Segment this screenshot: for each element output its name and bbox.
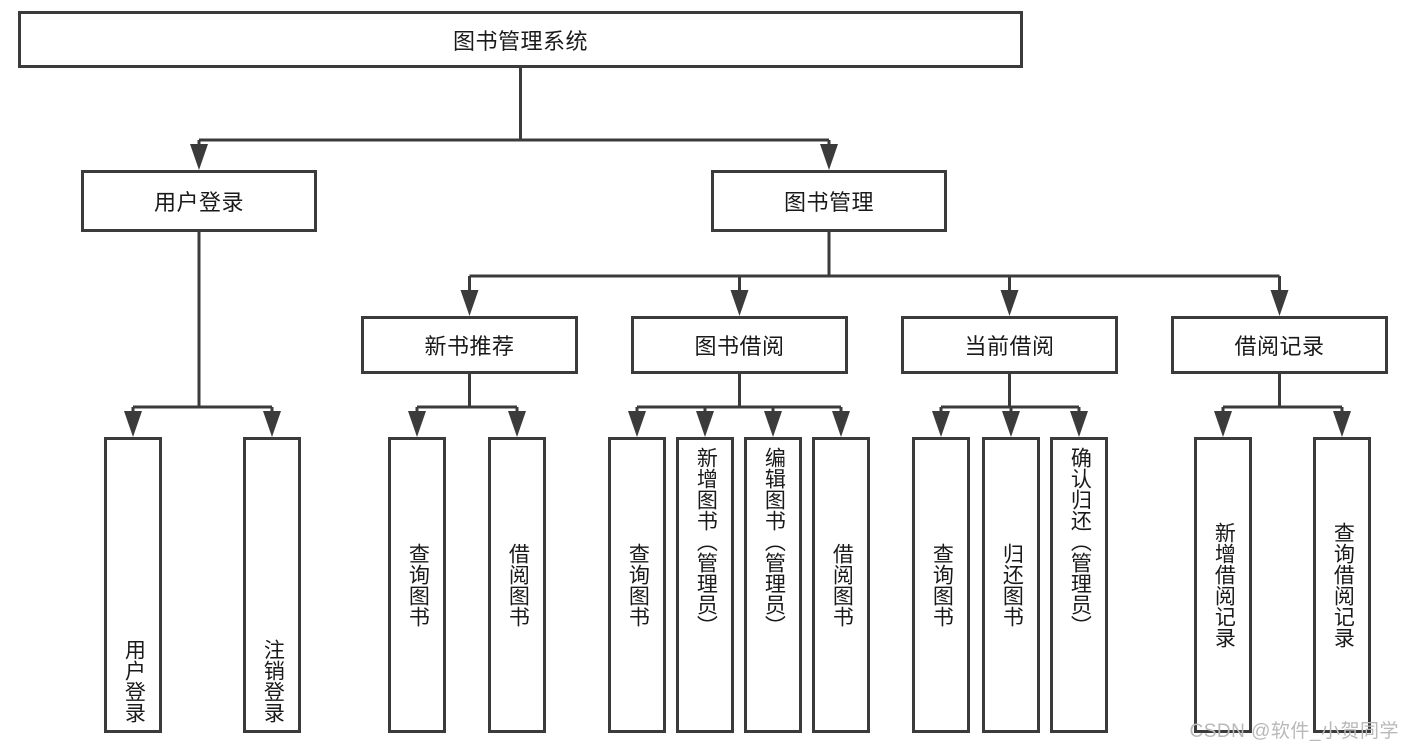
node-label-leaf-6-编辑图书管理员: 编辑图书（管理员）: [762, 447, 786, 636]
node-label-leaf-3-借阅图书: 借阅图书: [506, 543, 530, 627]
node-box-leaf-1-注销登录: [243, 437, 301, 733]
boxes-layer: [18, 11, 1388, 733]
arrow-head-icon: [508, 411, 526, 437]
node-box-借阅记录: [1171, 316, 1388, 374]
node-box-leaf-7-借阅图书: [812, 437, 870, 733]
arrow-head-icon: [932, 411, 950, 437]
node-box-leaf-8-查询图书: [912, 437, 970, 733]
node-box-图书借阅: [631, 316, 848, 374]
node-box-leaf-10-确认归还管理员: [1050, 437, 1108, 733]
csdn-watermark: CSDN @软件_小贺同学: [1189, 721, 1399, 742]
arrow-head-icon: [190, 144, 208, 170]
node-label-leaf-4-查询图书: 查询图书: [626, 543, 650, 627]
node-label-leaf-0-用户登录: 用户登录: [122, 639, 146, 723]
node-box-新书推荐: [361, 316, 578, 374]
node-box-leaf-4-查询图书: [608, 437, 666, 733]
node-label-leaf-2-查询图书: 查询图书: [406, 543, 430, 627]
arrow-head-icon: [263, 411, 281, 437]
node-label-leaf-5-新增图书管理员: 新增图书（管理员）: [694, 447, 718, 636]
arrow-head-icon: [1270, 290, 1289, 316]
node-label-leaf-8-查询图书: 查询图书: [930, 543, 954, 627]
node-box-用户登录: [81, 170, 317, 232]
arrow-head-icon: [764, 411, 782, 437]
node-label-图书管理: 图书管理: [783, 190, 874, 215]
node-label-root: 图书管理系统: [452, 28, 588, 54]
arrow-head-icon: [820, 144, 838, 170]
arrow-head-icon: [696, 411, 714, 437]
arrow-head-icon: [730, 290, 749, 316]
node-box-图书管理: [711, 170, 947, 232]
node-label-用户登录: 用户登录: [153, 190, 244, 215]
node-label-图书借阅: 图书借阅: [694, 334, 785, 359]
node-box-leaf-9-归还图书: [982, 437, 1040, 733]
arrow-head-icon: [1214, 411, 1232, 437]
node-box-root: [18, 11, 1023, 68]
arrow-head-icon: [460, 290, 479, 316]
node-box-leaf-2-查询图书: [388, 437, 446, 733]
arrow-head-icon: [628, 411, 646, 437]
node-label-leaf-9-归还图书: 归还图书: [1000, 543, 1024, 627]
node-box-leaf-12-查询借阅记录: [1313, 437, 1371, 733]
node-box-leaf-5-新增图书管理员: [676, 437, 734, 733]
arrow-head-icon: [1333, 411, 1351, 437]
connectors-layer: [124, 68, 1351, 437]
node-box-leaf-11-新增借阅记录: [1194, 437, 1252, 733]
node-label-leaf-11-新增借阅记录: 新增借阅记录: [1212, 522, 1236, 648]
node-label-leaf-10-确认归还管理员: 确认归还（管理员）: [1068, 447, 1092, 636]
node-box-当前借阅: [901, 316, 1118, 374]
node-box-leaf-0-用户登录: [104, 437, 162, 733]
node-label-leaf-7-借阅图书: 借阅图书: [830, 543, 854, 627]
arrow-head-icon: [1070, 411, 1088, 437]
node-label-当前借阅: 当前借阅: [964, 334, 1055, 359]
node-label-新书推荐: 新书推荐: [424, 334, 515, 359]
node-box-leaf-6-编辑图书管理员: [744, 437, 802, 733]
arrow-head-icon: [1002, 411, 1020, 437]
arrow-head-icon: [408, 411, 426, 437]
arrow-head-icon: [1000, 290, 1019, 316]
node-label-借阅记录: 借阅记录: [1234, 334, 1325, 359]
arrow-head-icon: [832, 411, 850, 437]
node-label-leaf-1-注销登录: 注销登录: [261, 639, 285, 723]
node-label-leaf-12-查询借阅记录: 查询借阅记录: [1331, 522, 1355, 648]
arrow-head-icon: [124, 411, 142, 437]
node-box-leaf-3-借阅图书: [488, 437, 546, 733]
